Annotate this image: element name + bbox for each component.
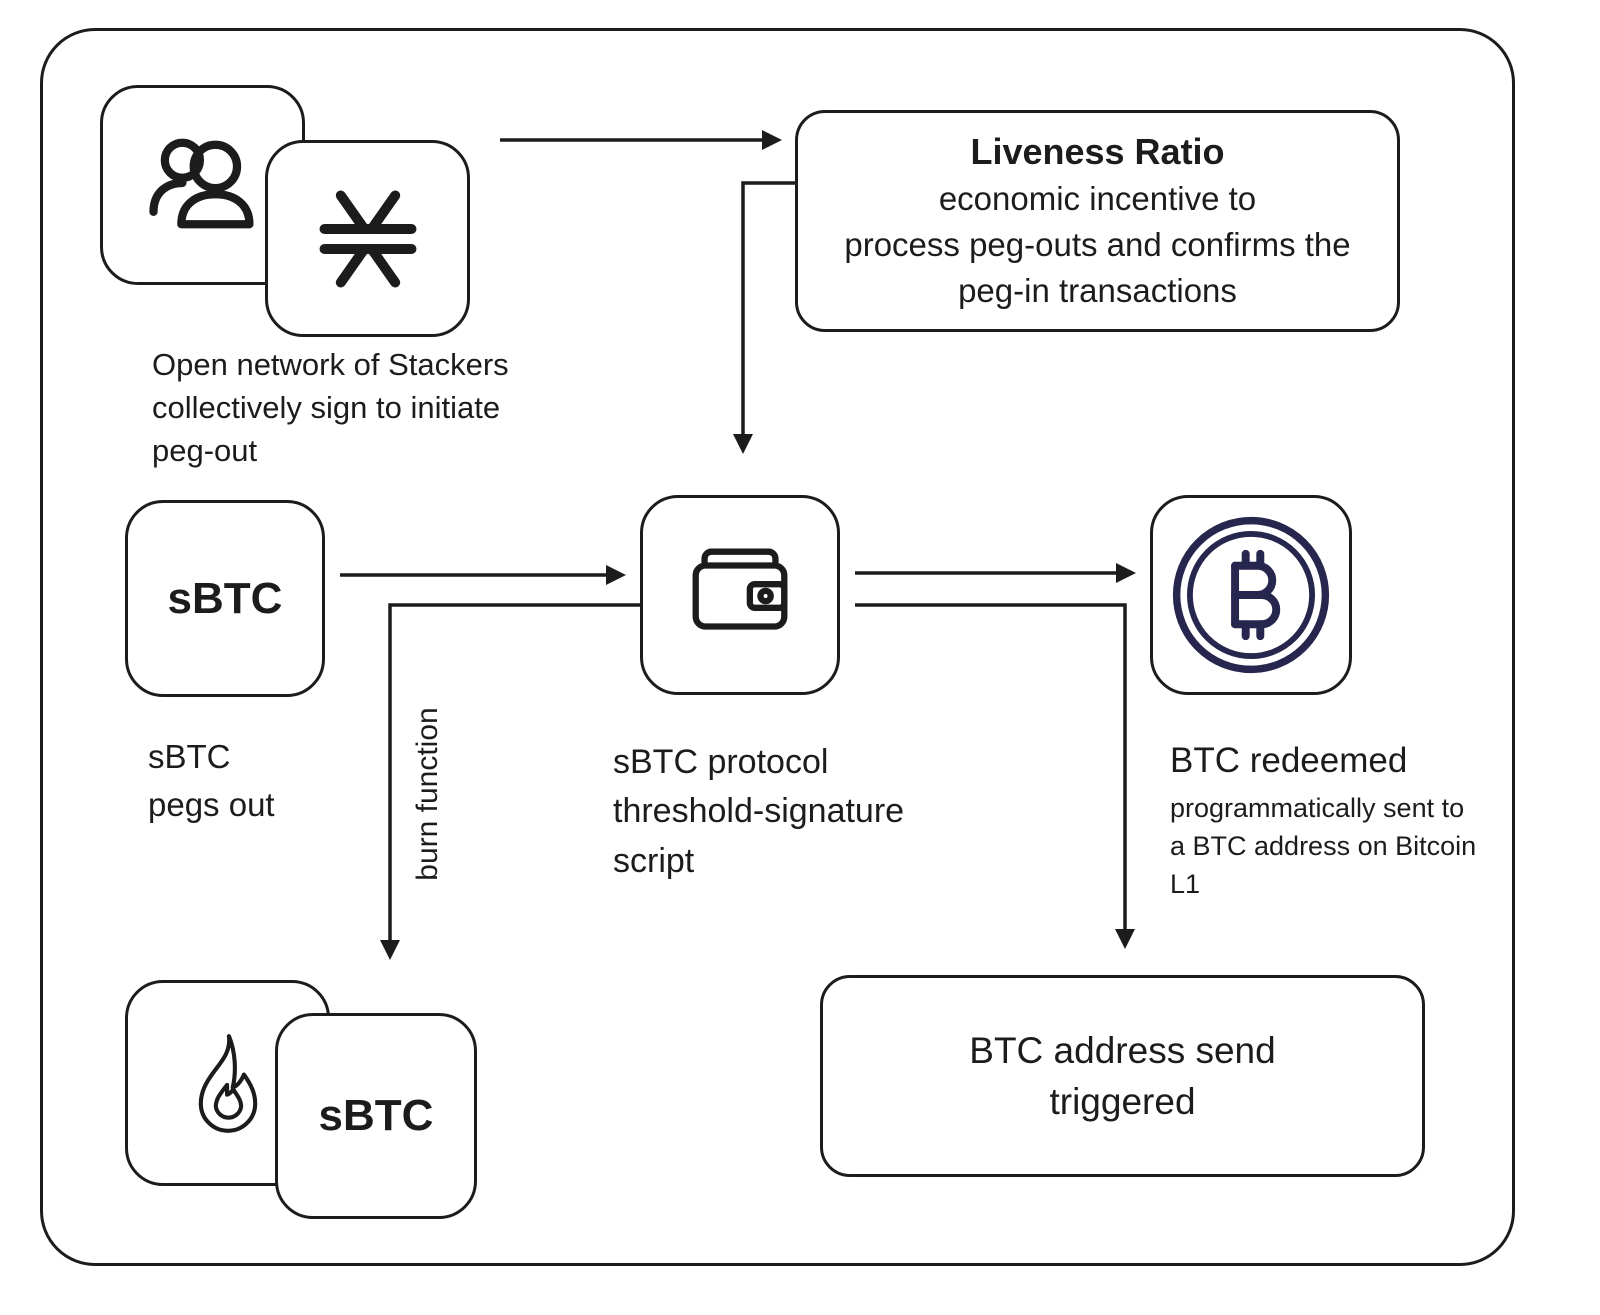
- burn-function-label: burn function: [411, 707, 444, 881]
- liveness-ratio-box: Liveness Ratio economic incentive to pro…: [795, 110, 1400, 332]
- btc-send-box: BTC address send triggered: [820, 975, 1425, 1177]
- btc-redeemed-caption: BTC redeemed programmatically sent to a …: [1170, 740, 1522, 903]
- liveness-body: economic incentive to process peg-outs a…: [844, 179, 1351, 310]
- sbtc-burned-label: sBTC: [318, 1091, 434, 1140]
- stackers-caption: Open network of Stackers collectively si…: [152, 347, 509, 468]
- diagram-frame: [40, 28, 1515, 1266]
- sbtc-caption: sBTC pegs out: [148, 738, 275, 823]
- sbtc-burned-node: sBTC: [275, 1013, 477, 1219]
- sbtc-node: sBTC: [125, 500, 325, 697]
- liveness-title: Liveness Ratio: [970, 131, 1225, 172]
- bitcoin-icon: [1166, 510, 1336, 680]
- btc-redeemed-body: programmatically sent to a BTC address o…: [1170, 793, 1477, 899]
- flame-icon: [168, 1023, 288, 1143]
- stacks-node: [265, 140, 470, 337]
- btc-redeemed-title: BTC redeemed: [1170, 741, 1408, 780]
- btc-redeemed-node: [1150, 495, 1352, 695]
- protocol-node: [640, 495, 840, 695]
- protocol-caption: sBTC protocol threshold-signature script: [613, 743, 905, 880]
- sbtc-label: sBTC: [167, 573, 283, 623]
- stacks-icon: [310, 181, 426, 297]
- people-icon: [137, 119, 269, 251]
- wallet-icon: [677, 532, 803, 658]
